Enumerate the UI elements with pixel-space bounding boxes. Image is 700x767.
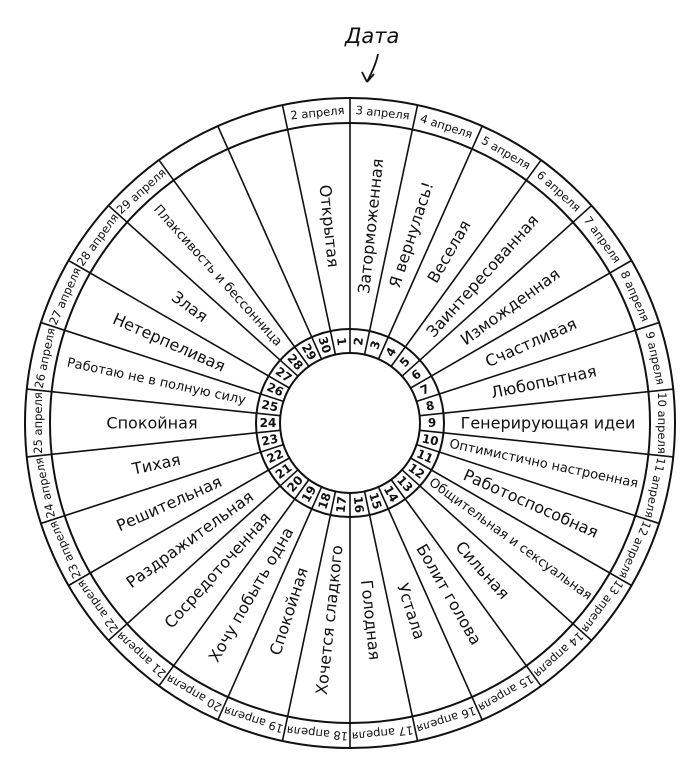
segment-divider (107, 469, 299, 642)
segment-mood: Хочется сладкого (312, 544, 347, 696)
segment-day-number: 2 (351, 337, 366, 347)
segment-divider (401, 204, 593, 377)
segment-day-number: 22 (265, 447, 286, 467)
segment-mood: Спокойная (106, 414, 197, 433)
segment-day-number: 18 (315, 491, 333, 511)
segment-date: 18 апреля (286, 723, 349, 743)
segment-divider (363, 491, 419, 742)
segment-date: 17 апреля (351, 723, 414, 743)
segment-divider (416, 321, 660, 403)
segment-divider (158, 159, 310, 367)
segment-divider (410, 259, 632, 389)
segment-day-number: 1 (334, 337, 349, 347)
segment-divider (40, 321, 284, 403)
segment-day-number: 4 (383, 345, 399, 359)
segment-day-number: 24 (260, 416, 277, 430)
segment-divider (107, 204, 299, 377)
segment-divider (410, 457, 632, 587)
segment-date: 16 апреля (415, 704, 478, 736)
segment-divider (281, 104, 337, 355)
segment-mood: Спокойная (266, 565, 312, 658)
segment-divider (68, 457, 290, 587)
segment-date: 19 апреля (222, 704, 285, 736)
segment-day-number: 30 (315, 335, 333, 355)
segment-date: 24 апреля (32, 456, 58, 519)
segment-mood: Веселая (423, 217, 474, 286)
segment-divider (363, 104, 419, 355)
segment-day-number: 8 (425, 398, 436, 413)
segment-divider (390, 159, 542, 367)
segment-mood: Сильная (452, 537, 514, 603)
segment-divider (419, 388, 674, 417)
segment-date: 10 апреля (655, 392, 669, 454)
segment-day-number: 17 (334, 496, 350, 514)
segment-divider (26, 388, 281, 417)
segment-divider (217, 125, 323, 360)
segment-divider (390, 479, 542, 687)
segment-day-number: 3 (367, 339, 383, 351)
segment-day-number: 7 (418, 382, 431, 398)
segment-date: 3 апреля (355, 103, 410, 123)
segment-mood: Голодная (357, 579, 384, 661)
segment-divider (40, 443, 284, 525)
segment-day-number: 16 (351, 496, 367, 514)
segment-mood: Любопытная (489, 361, 598, 402)
segment-day-number: 9 (428, 416, 436, 430)
date-header-label: Дата (345, 24, 400, 48)
segment-day-number: 11 (414, 447, 435, 467)
segment-date: 25 апреля (31, 392, 45, 454)
segment-day-number: 15 (366, 491, 384, 511)
segment-mood: Открытая (316, 184, 344, 269)
segment-divider (377, 125, 483, 360)
segment-divider (419, 429, 674, 458)
segment-divider (68, 259, 290, 389)
segment-day-number: 6 (409, 367, 424, 383)
segment-date: 4 апреля (418, 111, 474, 141)
segment-divider (401, 469, 593, 642)
segment-day-number: 23 (260, 431, 279, 448)
segment-day-number: 26 (265, 380, 286, 400)
segment-day-number: 10 (421, 431, 440, 448)
segment-date: 2 апреля (290, 103, 345, 123)
segment-divider (217, 486, 323, 721)
number-ring-outer (255, 328, 445, 518)
segment-divider (416, 443, 660, 525)
segment-mood: Плаксивость и бессонница (150, 202, 285, 349)
date-arrow (361, 53, 379, 83)
number-ring-inner (279, 352, 421, 494)
segment-date: 11 апреля (642, 456, 668, 519)
segment-dividers (26, 98, 674, 748)
segment-divider (377, 486, 483, 721)
segment-divider (26, 429, 281, 458)
segment-divider (158, 479, 310, 687)
segment-mood: Тихая (129, 450, 182, 479)
segment-date: 26 апреля (32, 327, 58, 390)
segment-divider (281, 491, 337, 742)
segment-mood: Генерирующая идеи (461, 414, 636, 433)
segment-day-number: 25 (260, 397, 279, 414)
